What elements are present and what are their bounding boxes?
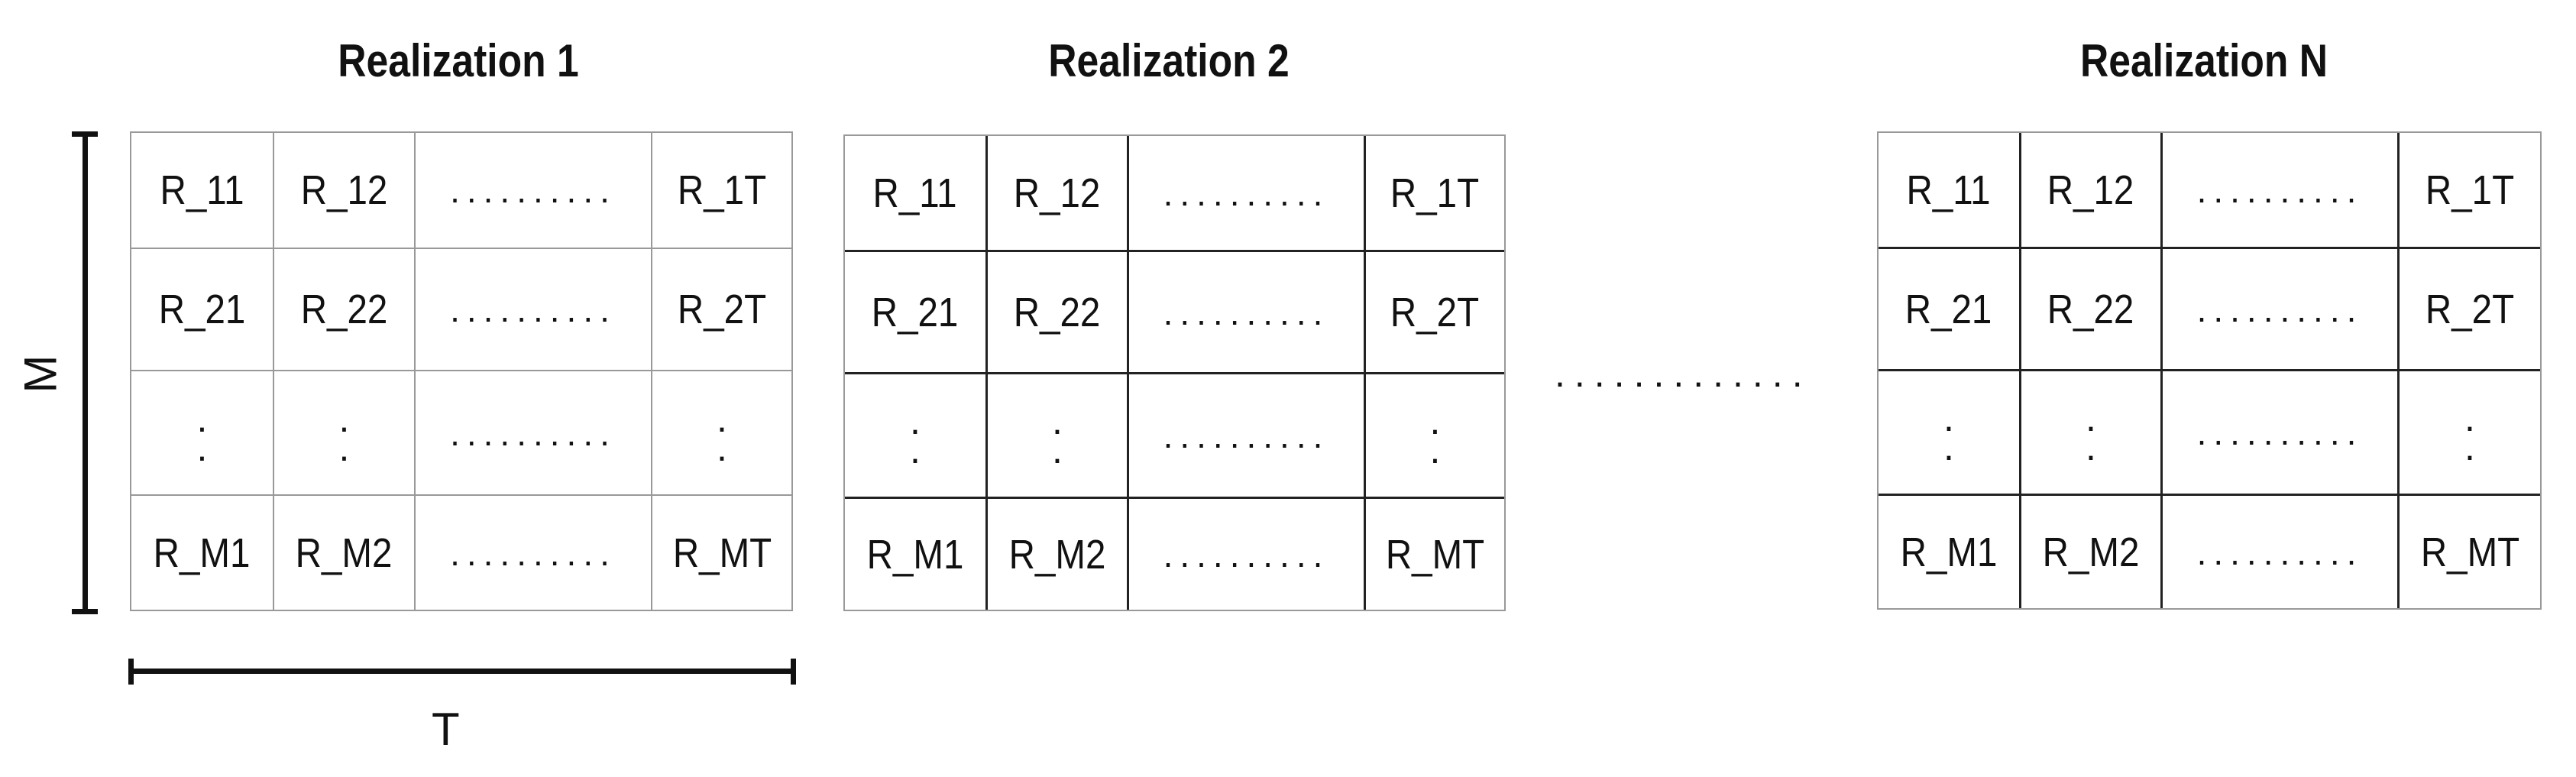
horizontal-ellipsis: .......... — [1129, 252, 1366, 374]
matrix-cell-label: R_12 — [2047, 167, 2134, 213]
vertical-ellipsis: .. — [988, 374, 1129, 499]
matrix-cell: R_11 — [845, 136, 988, 252]
matrix-cell: R_1T — [2400, 133, 2540, 249]
vertical-ellipsis: .. — [1366, 374, 1504, 499]
horizontal-ellipsis: .......... — [416, 249, 652, 371]
realization-2-grid: R_11 R_12.......... R_1T R_21 R_22..........… — [843, 134, 1506, 611]
horizontal-ellipsis: .......... — [2163, 496, 2400, 608]
matrix-cell-label: R_12 — [300, 167, 388, 213]
t-axis-label: T — [432, 704, 460, 755]
horizontal-ellipsis: .......... — [2163, 371, 2400, 496]
horizontal-ellipsis: .......... — [416, 371, 652, 496]
matrix-cell-label: R_M1 — [866, 531, 964, 578]
matrix-cell: R_M1 — [1879, 496, 2021, 608]
matrix-cell: R_1T — [1366, 136, 1504, 252]
matrix-cell: R_21 — [1879, 249, 2021, 371]
vertical-ellipsis: .. — [652, 371, 791, 496]
matrix-cell: R_M2 — [274, 496, 416, 610]
matrix-cell-label: R_22 — [300, 287, 388, 332]
realization-2-title: Realization 2 — [1048, 35, 1290, 86]
matrix-cell: R_M2 — [988, 499, 1129, 610]
matrix-cell-label: R_MT — [2420, 529, 2519, 575]
matrix-cell-label: R_12 — [1014, 170, 1101, 216]
matrix-cell-label: R_2T — [2425, 286, 2515, 332]
matrix-cell-label: R_M2 — [296, 529, 393, 576]
matrix-cell-label: R_2T — [1390, 289, 1480, 335]
vertical-ellipsis: .. — [2021, 371, 2163, 496]
matrix-cell-label: R_MT — [672, 529, 772, 576]
matrix-cell: R_12 — [274, 133, 416, 249]
between-realizations-ellipsis: ............. — [1555, 352, 1812, 395]
realization-1-title: Realization 1 — [338, 35, 579, 86]
matrix-cell-label: R_21 — [1905, 286, 1992, 332]
matrix-cell: R_22 — [274, 249, 416, 371]
matrix-cell-label: R_1T — [1390, 170, 1480, 216]
matrix-cell-label: R_MT — [1385, 531, 1485, 578]
matrix-cell: R_M1 — [131, 496, 274, 610]
vertical-ellipsis: .. — [2400, 371, 2540, 496]
matrix-cell-label: R_21 — [872, 289, 959, 335]
matrix-cell-label: R_2T — [677, 287, 767, 332]
matrix-cell: R_MT — [1366, 499, 1504, 610]
matrix-cell: R_MT — [652, 496, 791, 610]
matrix-cell: R_12 — [2021, 133, 2163, 249]
matrix-cell-label: R_22 — [1014, 289, 1101, 335]
t-axis-line — [130, 669, 794, 674]
m-axis-line — [83, 131, 88, 613]
matrix-cell-label: R_11 — [872, 170, 958, 216]
horizontal-ellipsis: .......... — [416, 496, 652, 610]
horizontal-ellipsis: .......... — [2163, 249, 2400, 371]
matrix-cell: R_21 — [131, 249, 274, 371]
matrix-cell: R_M1 — [845, 499, 988, 610]
matrix-cell: R_11 — [1879, 133, 2021, 249]
matrix-cell-label: R_M1 — [154, 529, 251, 576]
matrix-cell: R_MT — [2400, 496, 2540, 608]
t-axis-left-cap — [128, 659, 134, 685]
realization-n-grid: R_11 R_12.......... R_1T R_21 R_22..........… — [1877, 131, 2542, 610]
m-axis-top-cap — [72, 131, 98, 137]
matrix-cell-label: R_M2 — [2042, 529, 2140, 575]
matrix-cell-label: R_11 — [160, 167, 244, 213]
matrix-cell-label: R_1T — [2425, 167, 2515, 213]
matrix-cell: R_22 — [2021, 249, 2163, 371]
matrix-cell-label: R_22 — [2047, 286, 2134, 332]
matrix-cell-label: R_1T — [677, 167, 767, 213]
matrix-cell-label: R_M1 — [1900, 529, 1998, 575]
vertical-ellipsis: .. — [845, 374, 988, 499]
matrix-cell: R_2T — [1366, 252, 1504, 374]
realization-n-title: Realization N — [2079, 35, 2328, 86]
realization-1-grid: R_11 R_12.......... R_1T R_21 R_22..........… — [130, 131, 793, 611]
matrix-cell-label: R_M2 — [1008, 531, 1106, 578]
matrix-cell: R_2T — [652, 249, 791, 371]
matrix-cell: R_M2 — [2021, 496, 2163, 608]
m-axis-label: M — [15, 355, 66, 393]
matrix-cell-label: R_11 — [1906, 167, 1992, 213]
horizontal-ellipsis: .......... — [1129, 374, 1366, 499]
matrix-cell: R_12 — [988, 136, 1129, 252]
matrix-cell: R_22 — [988, 252, 1129, 374]
horizontal-ellipsis: .......... — [2163, 133, 2400, 249]
vertical-ellipsis: .. — [131, 371, 274, 496]
vertical-ellipsis: .. — [274, 371, 416, 496]
vertical-ellipsis: .. — [1879, 371, 2021, 496]
matrix-cell: R_1T — [652, 133, 791, 249]
t-axis-right-cap — [791, 659, 796, 685]
matrix-cell-label: R_21 — [158, 287, 246, 332]
matrix-cell: R_21 — [845, 252, 988, 374]
horizontal-ellipsis: .......... — [416, 133, 652, 249]
horizontal-ellipsis: .......... — [1129, 136, 1366, 252]
m-axis-bottom-cap — [72, 609, 98, 614]
matrix-cell: R_2T — [2400, 249, 2540, 371]
matrix-cell: R_11 — [131, 133, 274, 249]
horizontal-ellipsis: .......... — [1129, 499, 1366, 610]
